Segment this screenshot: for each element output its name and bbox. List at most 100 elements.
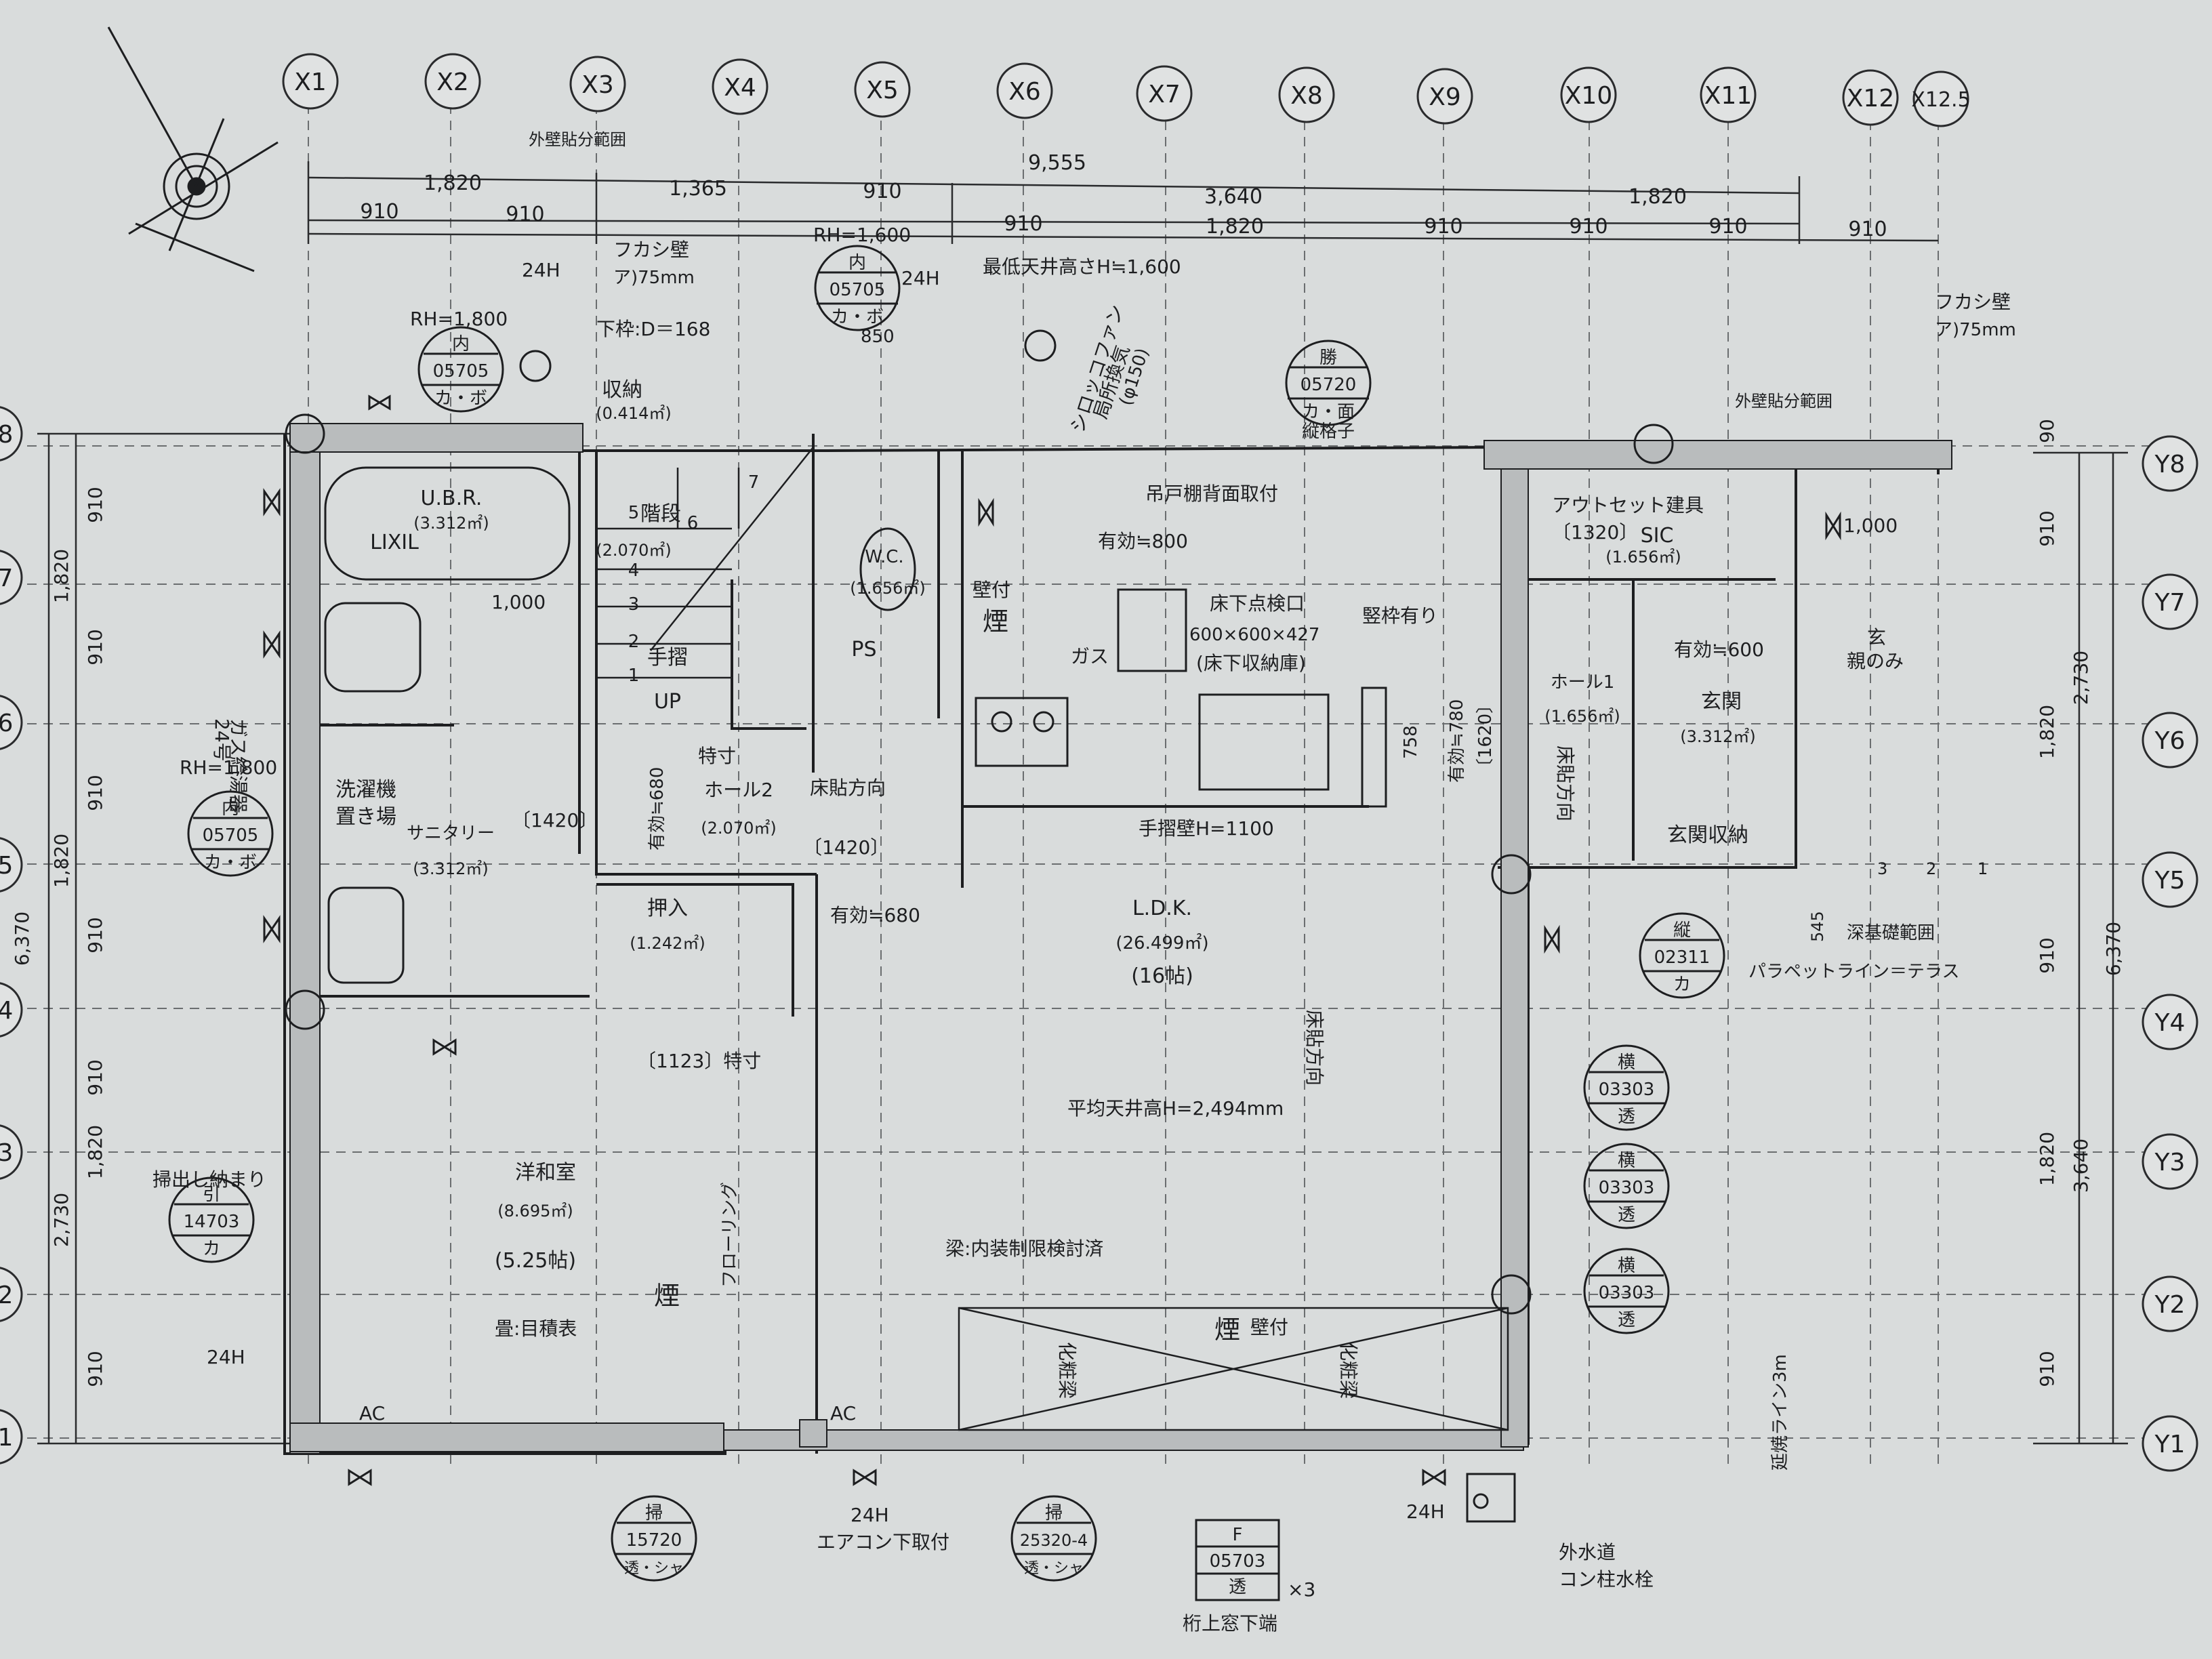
- dim-label: 910: [2036, 1351, 2058, 1387]
- note-floor-dir: 床貼方向: [810, 777, 886, 799]
- note-oyanomi: 親のみ: [1847, 650, 1904, 672]
- note-outset: アウトセット建具: [1552, 494, 1704, 516]
- right-dimensions: 6,370 2,730 3,640 90 910 1,820 910 1,820…: [2036, 419, 2125, 1387]
- top-dimensions: 9,555 1,820 1,365 910 3,640 1,820 910 91…: [360, 151, 1887, 241]
- vent-fan-icon: [368, 394, 391, 411]
- note-1000: 1,000: [491, 591, 546, 613]
- note-758: 758: [1401, 725, 1421, 759]
- window-tag-bottom: 透: [1618, 1310, 1635, 1330]
- window-tag-top: 掃: [1045, 1503, 1063, 1523]
- stair-step: 3: [628, 594, 640, 615]
- window-tag-bottom: 透・シャ: [1024, 1560, 1084, 1577]
- grid-y-label-left: 4: [0, 997, 13, 1025]
- room-name-wc: W.C.: [865, 547, 903, 567]
- window-tag-top: 縦: [1673, 920, 1691, 941]
- dim-label: 3,640: [2070, 1139, 2092, 1193]
- note-shitawaku: 下枠:D＝168: [596, 318, 710, 340]
- window-tag-bottom: カ・面: [1302, 402, 1355, 422]
- grid-x-label: X12.5: [1911, 88, 1970, 112]
- room-area-storage: (0.414㎡): [596, 404, 671, 423]
- grid-y-label: Y8: [2154, 451, 2186, 478]
- grid-x-label: X8: [1290, 82, 1323, 110]
- note-1420-b: 〔1420〕: [803, 836, 889, 859]
- dim-label: 910: [84, 1059, 106, 1095]
- dim-label: 1,820: [424, 171, 482, 195]
- note-yuko800: 有効≒800: [1098, 530, 1188, 552]
- north-arrow-icon: [107, 26, 279, 272]
- room-area-sanitary: (3.312㎡): [413, 859, 488, 878]
- window-tag-top: 横: [1618, 1052, 1635, 1073]
- room-name-ldk: L.D.K.: [1132, 897, 1192, 920]
- room-name-ubr: U.B.R.: [421, 487, 483, 510]
- water-tap-icon: [1473, 1493, 1489, 1509]
- note-underfloor-size: 600×600×427: [1189, 625, 1319, 645]
- room-name-stairs: 階段: [640, 502, 681, 526]
- note-1420-a: 〔1420〕: [512, 809, 598, 832]
- grid-x-label: X11: [1704, 82, 1752, 110]
- stair-step: 4: [628, 560, 640, 581]
- dim-label: 910: [1004, 212, 1042, 236]
- water-tap-icon: [1466, 1473, 1516, 1523]
- note-1000-right: 1,000: [1843, 514, 1898, 537]
- note-kabetsuki-ldk: 壁付: [1250, 1316, 1288, 1338]
- vent-fan-icon: [263, 630, 281, 659]
- dim-label: 910: [863, 180, 901, 203]
- window-tag-code: 03303: [1599, 1178, 1655, 1198]
- note-gas-heater-2: ガス給湯器: [227, 718, 249, 813]
- grid-y-label-left: 8: [0, 421, 13, 449]
- room-name-hall2: ホール2: [704, 779, 773, 801]
- dim-label: 910: [360, 200, 398, 224]
- note-fire-line: 延焼ライン3m: [1770, 1354, 1790, 1471]
- room-area-western: (8.695㎡): [497, 1202, 573, 1221]
- note-kabetsuki: 壁付: [972, 579, 1010, 601]
- window-tag-code: 05705: [433, 361, 489, 382]
- note-outdoor-water: 外水道: [1559, 1541, 1616, 1563]
- note-soji-left: 掃出し納まり: [152, 1168, 266, 1191]
- note-yuko600: 有効≒600: [1674, 638, 1764, 661]
- note-tesurikabe: 手摺壁H=1100: [1139, 817, 1274, 840]
- left-dimensions: 6,370 1,820 1,820 2,730 910 910 910 910 …: [11, 487, 106, 1387]
- window-tag-top: 横: [1618, 1151, 1635, 1171]
- window-tag-code: 05703: [1210, 1551, 1266, 1572]
- note-fukashi-left: フカシ壁: [613, 239, 689, 261]
- grid-y-label: Y2: [2154, 1291, 2186, 1319]
- dim-label: 1,820: [1206, 215, 1264, 239]
- room-name-genkan: 玄関: [1701, 690, 1742, 714]
- note-24h: 24H: [522, 259, 560, 281]
- dim-label: 910: [84, 917, 106, 953]
- dim-label: 90: [2036, 419, 2058, 443]
- window-tag-bottom: カ・ボ: [831, 307, 884, 327]
- grid-y-bubbles: [0, 406, 2198, 1472]
- room-area-sic: (1.656㎡): [1605, 548, 1681, 567]
- left-overall-dim: 6,370: [11, 912, 33, 966]
- vent-fan-icon: [1825, 511, 1841, 541]
- room-tatami-western: (5.25帖): [495, 1249, 576, 1273]
- room-area-ldk: (26.499㎡): [1115, 933, 1208, 954]
- grid-y-label: Y1: [2154, 1431, 2186, 1458]
- vent-fan-icon: [1422, 1469, 1446, 1486]
- grid-x-labels: X1 X2 X3 X4 X5 X6 X7 X8 X9 X10 X11 X12 X…: [294, 68, 1970, 112]
- fan-icon: [519, 350, 552, 382]
- wall-fill: [289, 423, 1952, 1454]
- vent-fan-icon: [1544, 924, 1560, 954]
- dim-label: 910: [506, 203, 544, 226]
- dim-label: 1,820: [2036, 705, 2058, 759]
- note-24h: 24H: [207, 1346, 245, 1368]
- room-area-genkan: (3.312㎡): [1680, 727, 1755, 746]
- note-smoke-western: 煙: [654, 1281, 680, 1311]
- note-24h: 24H: [1406, 1500, 1445, 1523]
- window-tag-top: 引: [203, 1185, 220, 1205]
- dim-label: 2,730: [2070, 651, 2092, 705]
- dim-label: 1,820: [2036, 1132, 2058, 1186]
- room-area-hall2: (2.070㎡): [701, 819, 776, 838]
- window-tag-bottom: カ・ボ: [434, 388, 487, 409]
- note-flooring: フローリング: [720, 1182, 740, 1288]
- note-kesho-right: 化粧梁: [1337, 1342, 1359, 1399]
- note-avg-ceiling: 平均天井高H=2,494mm: [1067, 1097, 1284, 1120]
- dim-label: 910: [1708, 215, 1747, 239]
- window-tag-code: 05720: [1300, 375, 1357, 395]
- window-tag-top: 内: [222, 798, 239, 819]
- window-tag-code: 02311: [1654, 947, 1711, 968]
- grid-y-label: Y3: [2154, 1149, 2186, 1176]
